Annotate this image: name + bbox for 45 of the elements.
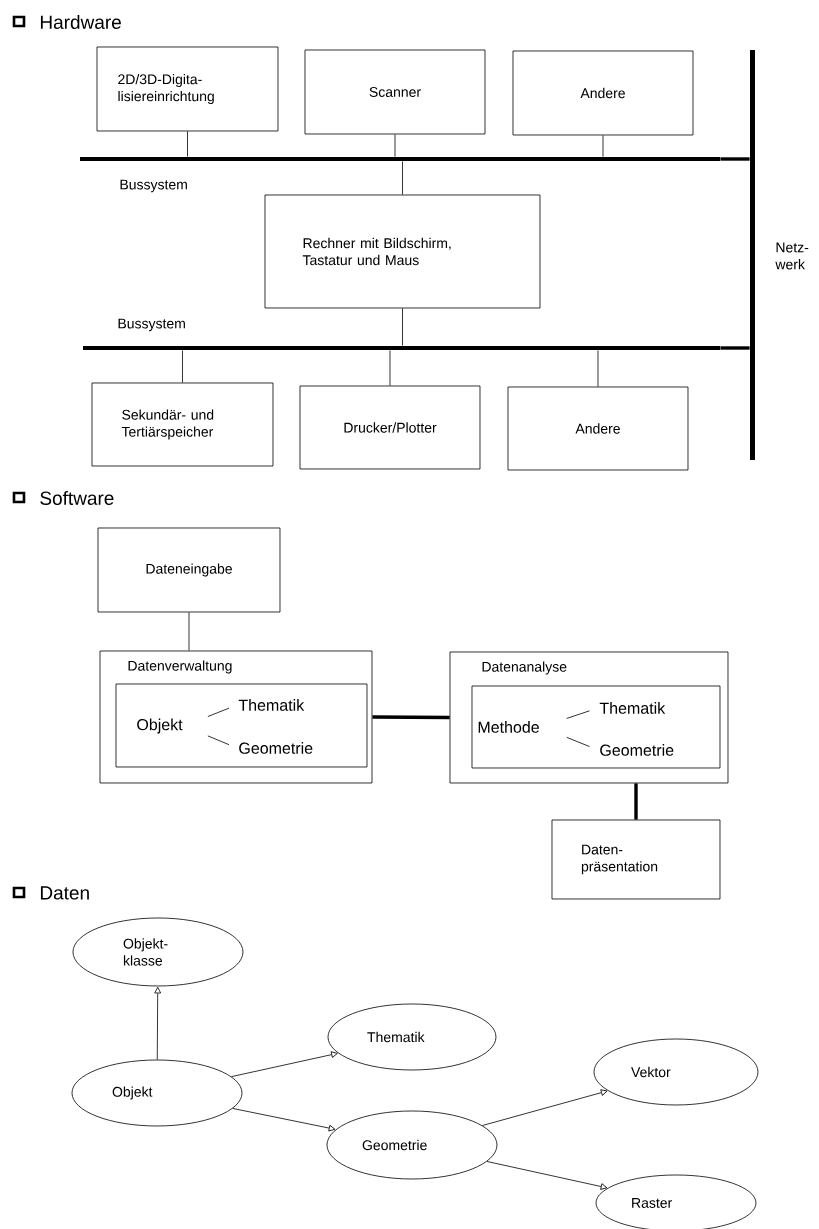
node-text: Geometrie [239, 742, 313, 754]
connector-line [372, 715, 450, 720]
connector-line [182, 350, 183, 383]
branch-stroke [566, 736, 590, 747]
section-heading: Daten [40, 886, 89, 900]
arrow [232, 1108, 336, 1132]
bus-line [720, 346, 750, 350]
bus-label: Bussystem [118, 318, 185, 332]
connector-line [188, 612, 190, 651]
box: Drucker/Plotter [299, 385, 481, 470]
box: Andere [507, 386, 689, 471]
node-text: Methode [478, 721, 539, 733]
box: Dateneingabe [97, 527, 281, 613]
bus-label: Netz- werk [775, 242, 809, 270]
node-text: Thematik [599, 702, 666, 714]
connector-line [394, 134, 396, 157]
connector-line [389, 350, 391, 386]
section-heading: Software [40, 491, 114, 505]
box: Sekundär- und Tertiärspeicher [91, 382, 274, 467]
branch-stroke [207, 735, 230, 746]
inner-box [471, 685, 721, 769]
arrow [154, 986, 162, 1060]
node-text: Thematik [238, 699, 305, 711]
connector-line [402, 308, 403, 346]
connector-line [187, 131, 188, 157]
section-heading: Hardware [40, 15, 121, 29]
arrow [231, 1051, 338, 1078]
connector-line [402, 161, 403, 195]
branch-stroke [207, 707, 230, 717]
connector-line [634, 783, 638, 820]
connector-line [597, 350, 599, 387]
node-text: Geometrie [600, 744, 674, 756]
bus-label: Bussystem [120, 179, 187, 193]
inner-box [115, 683, 368, 768]
box: Daten- präsentation [551, 819, 721, 900]
box: 2D/3D-Digita- lisiereinrichtung [96, 46, 279, 132]
node-text: Objekt [137, 718, 183, 734]
arrow [486, 1161, 608, 1190]
box: Scanner [304, 49, 486, 135]
arrow [482, 1089, 608, 1126]
box: Andere [512, 50, 694, 136]
box: Rechner mit Bildschirm, Tastatur und Maus [264, 194, 541, 309]
branch-stroke [566, 710, 590, 719]
bus-line [720, 157, 750, 161]
connector-line [602, 135, 604, 157]
